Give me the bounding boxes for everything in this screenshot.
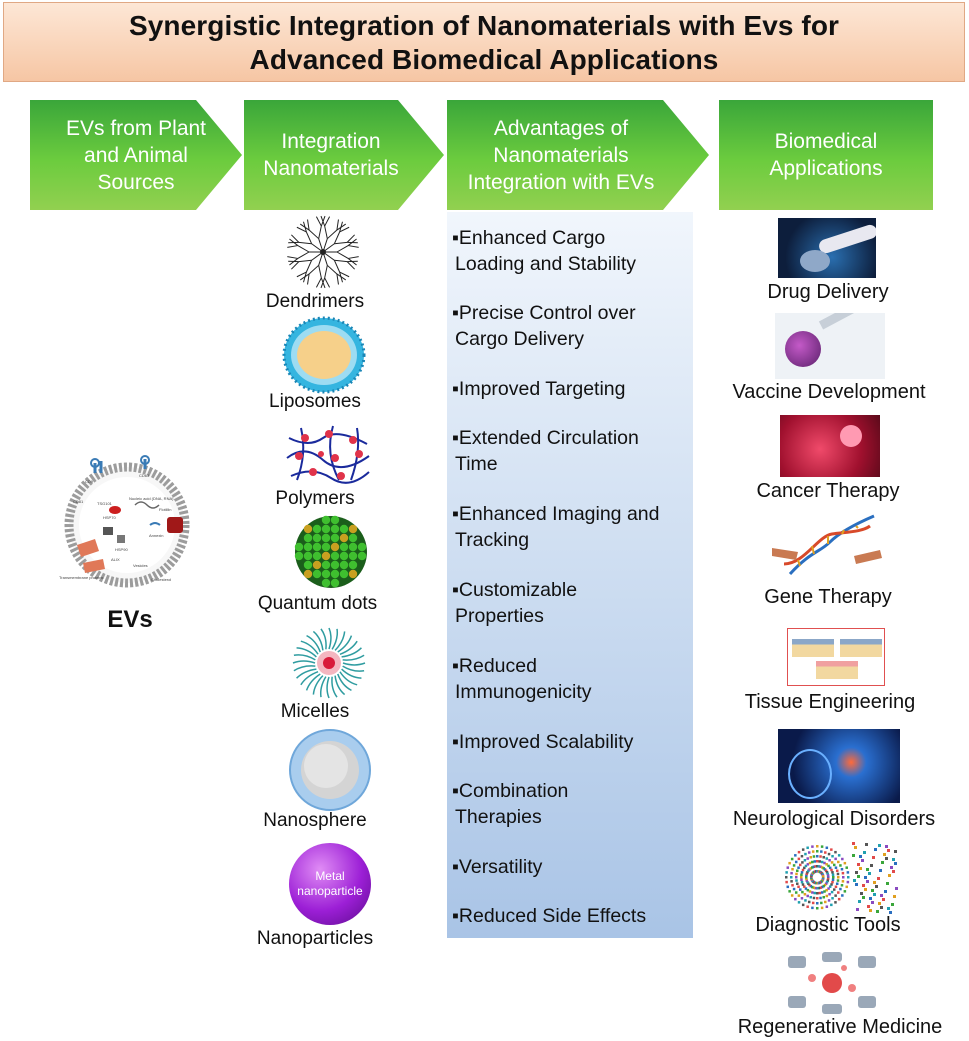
advantage-line: Tracking [455, 529, 530, 551]
header-int-line-2: Nanomaterials [263, 157, 399, 180]
advantage-line: ▪Improved Targeting [452, 378, 626, 400]
polymer-icon [286, 425, 370, 484]
application-vaccine-development: Vaccine Development [732, 381, 926, 403]
advantage-line: ▪Extended Circulation [452, 427, 639, 449]
advantage-line: ▪Reduced Side Effects [452, 905, 647, 927]
ev-label-flotillin: Flotillin [159, 507, 171, 512]
regenerative-medicine-image [788, 952, 876, 1014]
advantage-line: Time [455, 453, 498, 475]
ev-label-cholesterol: Cholesterol [151, 577, 171, 582]
advantage-item: ▪Enhanced Imaging and Tracking [452, 501, 702, 553]
ev-vesicle-diagram: CD9 CD63 CD81 TSG101 Nucleic acid (DNA, … [59, 455, 190, 588]
advantage-line: ▪Improved Scalability [452, 731, 634, 753]
diagnostic-tools-image [785, 842, 898, 914]
advantage-item: ▪Customizable Properties [452, 577, 702, 629]
metal-nanoparticle-icon: Metal nanoparticle [289, 843, 371, 925]
advantage-item: ▪Precise Control over Cargo Delivery [452, 300, 702, 352]
nanomaterial-polymers: Polymers [275, 488, 355, 509]
advantages-panel [447, 212, 693, 938]
advantage-line: ▪Versatility [452, 856, 543, 878]
advantage-line: Cargo Delivery [455, 328, 584, 350]
ev-label-nucleic: Nucleic acid (DNA, RNA) [129, 496, 174, 501]
advantage-item: ▪Reduced Immunogenicity [452, 653, 702, 705]
advantage-line: ▪Enhanced Cargo [452, 227, 606, 249]
cancer-therapy-image [780, 415, 880, 477]
advantage-item: ▪Extended Circulation Time [452, 425, 702, 477]
advantage-item: ▪Combination Therapies [452, 778, 702, 830]
drug-delivery-image [778, 218, 876, 278]
header-ev-line-1: EVs from Plant [65, 116, 207, 140]
ev-label-cd63: CD63 [139, 473, 150, 478]
header-applications: Biomedical Applications [719, 100, 933, 210]
advantage-item: ▪Improved Scalability [452, 729, 702, 755]
advantage-line: ▪Reduced [452, 655, 537, 677]
advantage-line: ▪Combination [452, 780, 569, 802]
ev-label-tsg101: TSG101 [97, 501, 113, 506]
dendrimer-icon [287, 215, 359, 289]
ev-label-hsp70: HSP70 [103, 515, 116, 520]
advantage-item: ▪Enhanced Cargo Loading and Stability [452, 225, 702, 277]
header-integration: Integration Nanomaterials [244, 100, 444, 210]
application-regenerative-medicine: Regenerative Medicine [737, 1016, 943, 1038]
nanomaterial-quantum-dots: Quantum dots [257, 593, 378, 614]
ev-label-cd9: CD9 [85, 479, 94, 484]
application-cancer-therapy: Cancer Therapy [756, 480, 900, 502]
advantage-item: ▪Improved Targeting [452, 376, 702, 402]
ev-label: EVs [107, 606, 153, 633]
nanomaterial-micelles: Micelles [280, 701, 350, 722]
title-line-2: Advanced Biomedical Applications [249, 44, 719, 75]
nanomaterial-nanoparticles: Nanoparticles [256, 928, 374, 949]
application-diagnostic-tools: Diagnostic Tools [755, 914, 901, 936]
advantage-line: Therapies [455, 806, 542, 828]
gene-therapy-image [772, 514, 882, 576]
advantage-line: ▪Enhanced Imaging and [452, 503, 660, 525]
nanomaterial-liposomes: Liposomes [269, 391, 361, 412]
nanomaterial-nanosphere: Nanosphere [263, 810, 367, 831]
header-adv-line-1: Advantages of [493, 116, 629, 140]
tissue-engineering-image [787, 628, 885, 686]
advantage-item: ▪Versatility [452, 854, 702, 880]
header-ev-line-2: and Animal [84, 143, 188, 167]
ev-label-cd81: CD81 [73, 499, 84, 504]
ev-label-transmembrane: Transmembrane proteins [59, 575, 104, 580]
advantage-line: Loading and Stability [455, 253, 637, 275]
application-drug-delivery: Drug Delivery [767, 281, 889, 303]
nanomaterial-dendrimers: Dendrimers [265, 291, 365, 312]
application-tissue-engineering: Tissue Engineering [744, 691, 916, 713]
neurological-disorders-image [778, 729, 900, 803]
advantage-line: ▪Precise Control over [452, 302, 636, 324]
application-neurological-disorders: Neurological Disorders [732, 808, 936, 830]
advantage-line: Properties [455, 605, 544, 627]
header-adv-line-2: Nanomaterials [493, 143, 629, 167]
ev-label-hsp90: HSP90 [115, 547, 128, 552]
micelle-icon [292, 627, 366, 699]
metal-np-line-1: Metal [315, 869, 345, 883]
title-banner: Synergistic Integration of Nanomaterials… [3, 2, 965, 82]
application-gene-therapy: Gene Therapy [764, 586, 892, 608]
header-ev-line-3: Sources [97, 170, 175, 194]
header-int-line-1: Integration [281, 130, 381, 153]
advantage-line: ▪Customizable [452, 579, 578, 601]
vaccine-development-image [775, 313, 885, 379]
header-adv-line-3: Integration with EVs [467, 170, 655, 194]
title-line-1: Synergistic Integration of Nanomaterials… [128, 10, 840, 41]
ev-label-annexin: Annexin [149, 533, 163, 538]
liposome-icon [282, 316, 366, 394]
ev-label-vesicles: Vesicles [133, 563, 148, 568]
advantage-line: Immunogenicity [455, 681, 592, 703]
header-advantages: Advantages of Nanomaterials Integration … [447, 100, 709, 210]
ev-label-alix: ALIX [111, 557, 120, 562]
metal-np-line-2: nanoparticle [297, 884, 363, 898]
advantage-item: ▪Reduced Side Effects [452, 903, 702, 929]
nanosphere-icon [289, 729, 371, 811]
header-ev-sources: EVs from Plant and Animal Sources [30, 100, 242, 210]
header-app-line-2: Applications [769, 157, 883, 180]
quantum-dot-icon [294, 515, 367, 588]
header-app-line-1: Biomedical [774, 130, 878, 153]
